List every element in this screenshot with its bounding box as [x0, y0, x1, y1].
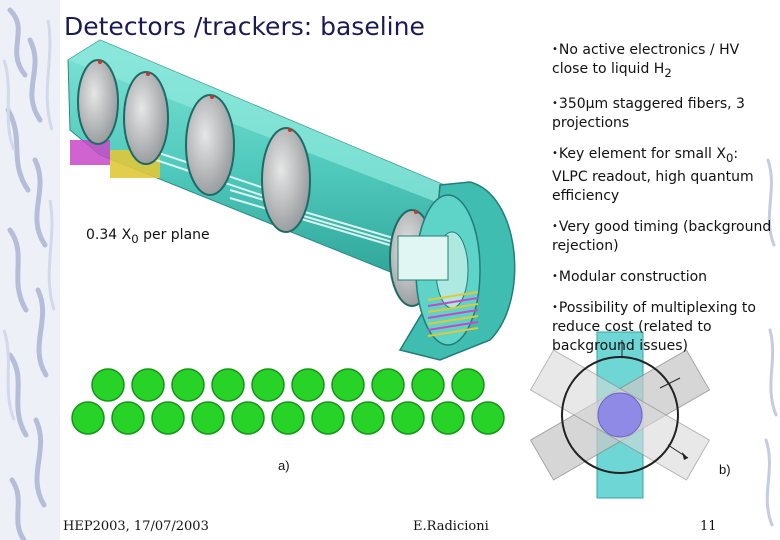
- figure-b-label: b): [719, 462, 731, 477]
- footer-conference: HEP2003, 17/07/2003: [63, 519, 209, 534]
- left-border-decoration: [0, 0, 60, 540]
- page-number: 11: [700, 519, 717, 534]
- footer-author: E.Radicioni: [413, 519, 489, 534]
- bullet-item: •Very good timing (background rejection): [552, 218, 772, 254]
- figure-a-label: a): [278, 458, 290, 473]
- bullet-item: •Key element for small X0: VLPC readout,…: [552, 145, 754, 204]
- slide-title: Detectors /trackers: baseline: [64, 12, 425, 41]
- radiation-length-label: 0.34 X0 per plane: [86, 227, 210, 246]
- bullet-list: •No active electronics / HV close to liq…: [552, 40, 772, 367]
- bullet-item: •Modular construction: [552, 268, 708, 285]
- bullet-item: •350µm staggered fibers, 3 projections: [552, 95, 745, 131]
- bullet-item: •No active electronics / HV close to liq…: [552, 42, 740, 80]
- bullet-item: •Possibility of multiplexing to reduce c…: [552, 299, 756, 354]
